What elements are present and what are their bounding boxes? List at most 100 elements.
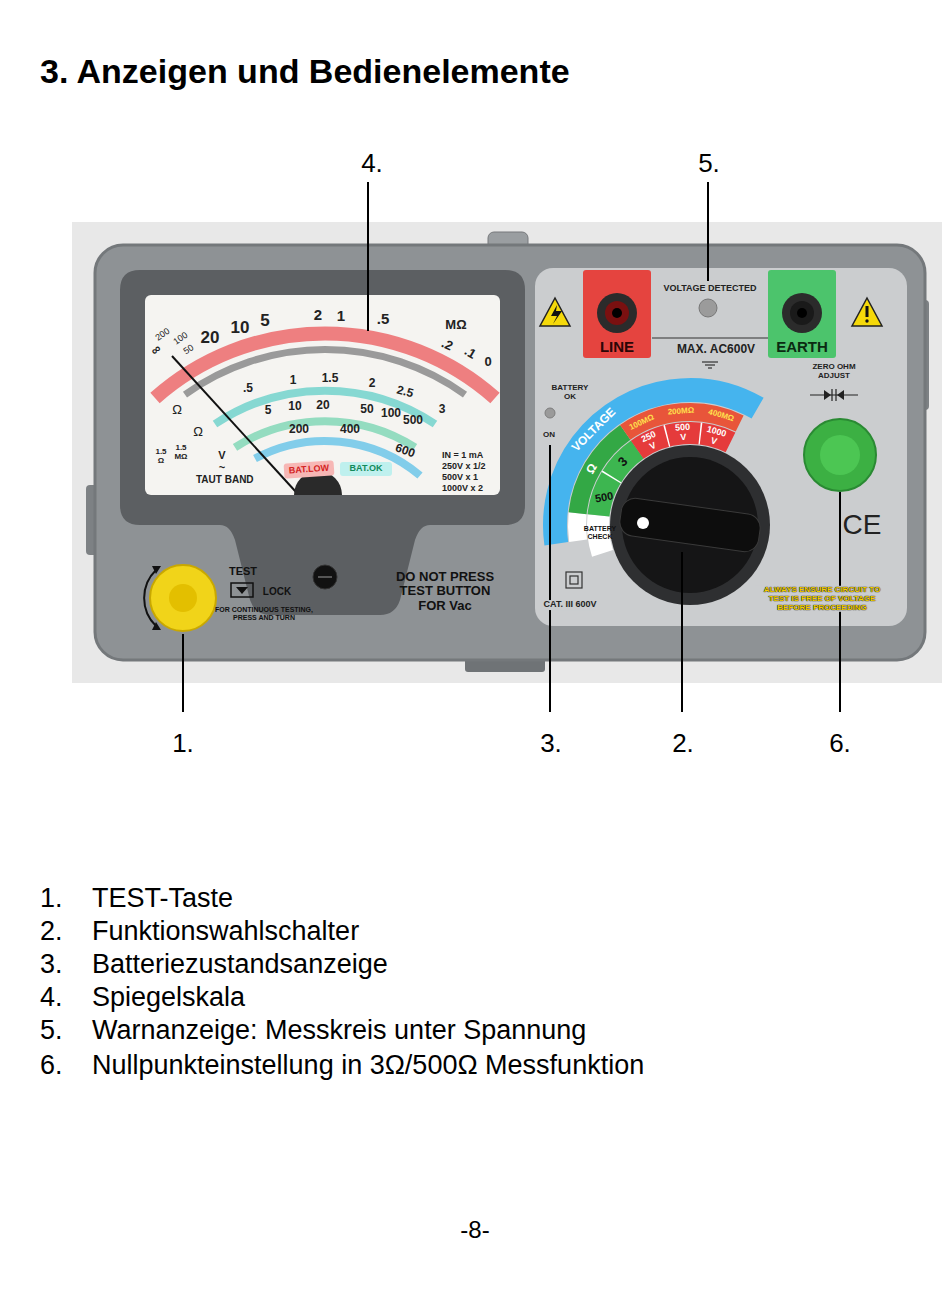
- list-text: Warnanzeige: Messkreis unter Spannung: [92, 1016, 586, 1046]
- range-strip: [562, 397, 817, 652]
- scale-number: 1: [337, 308, 345, 325]
- socket-hole: [797, 308, 807, 318]
- meter-face: [145, 295, 500, 495]
- scale-number: 20: [201, 329, 220, 348]
- leader-line: [367, 182, 369, 331]
- exclamation-symbol: [865, 319, 868, 322]
- battery-low-band: BAT.LOW: [284, 460, 335, 478]
- turn-arrow: [152, 622, 161, 630]
- node-text: EARTH: [776, 339, 828, 356]
- scale-unit: V ~: [216, 449, 228, 473]
- socket-ring: [782, 293, 822, 333]
- node-text: BAT.OK: [350, 464, 383, 474]
- zero-screw: [318, 576, 332, 578]
- housing: [95, 245, 925, 660]
- list-text: Batteriezustandsanzeige: [92, 950, 388, 980]
- range-label: Ω: [584, 462, 600, 477]
- socket-ring: [597, 293, 637, 333]
- scale-unit: MΩ: [445, 318, 466, 332]
- panel-text: ZERO OHM ADJUST: [803, 363, 865, 381]
- page-number: -8-: [460, 1217, 489, 1243]
- meter-note: 250V x 1/2: [442, 462, 486, 472]
- scale-number: 50: [360, 403, 373, 416]
- range-label: 3: [615, 454, 630, 469]
- ground-symbol: [702, 361, 718, 362]
- scale-unit: 1.5 MΩ: [172, 444, 190, 462]
- lock-icon: [236, 587, 248, 594]
- list-number: 3.: [40, 950, 63, 980]
- test-button: [150, 565, 216, 631]
- meter-note: 500V x 1: [442, 473, 478, 483]
- button-text: FOR CONTINUOUS TESTING, PRESS AND TURN: [204, 606, 324, 621]
- ce-mark: CE: [843, 510, 882, 541]
- earth-terminal: EARTH: [768, 270, 836, 358]
- warning-text: ALWAYS ENSURE CIRCUIT TO TEST IS FREE OF…: [755, 586, 889, 612]
- panel-text: VOLTAGE DETECTED: [663, 284, 756, 294]
- battery-ok-band: BAT.OK: [340, 462, 392, 476]
- adjust-symbol: [824, 390, 831, 400]
- warning-triangle: [540, 298, 570, 326]
- range-label: 200MΩ: [668, 407, 695, 418]
- turn-arrow: [152, 566, 161, 574]
- scale-unit: Ω: [193, 425, 203, 439]
- double-insulation-symbol: [566, 572, 582, 588]
- panel-text: MAX. AC600V: [677, 343, 755, 356]
- panel-text: BATTERY OK: [548, 384, 592, 402]
- adjust-symbol: [810, 394, 858, 395]
- scale-number: ∞: [148, 342, 164, 359]
- voltage-scale-arc: [255, 441, 420, 476]
- adjust-symbol: [831, 389, 832, 401]
- turn-arrow: [144, 570, 156, 626]
- list-text: Funktionswahlschalter: [92, 917, 359, 947]
- scale-unit: Ω: [172, 403, 182, 417]
- callout-number: 3.: [540, 729, 562, 758]
- ground-symbol: [705, 364, 715, 365]
- callout-number: 4.: [361, 149, 383, 178]
- insulation-wedge: [562, 397, 818, 653]
- lock-icon: [231, 583, 253, 597]
- scale-number: 100: [381, 407, 401, 420]
- scale-number: 200: [154, 327, 172, 344]
- zero-screw: [313, 565, 337, 589]
- warning-triangle: [852, 298, 882, 326]
- list-number: 5.: [40, 1016, 63, 1046]
- range-label: 500 V: [672, 422, 693, 443]
- double-insulation-symbol: [570, 576, 578, 584]
- scale-number: 400: [340, 423, 360, 436]
- range-label: 250 V: [638, 429, 664, 455]
- zero-adjust-knob: [804, 419, 876, 491]
- scale-number: .5: [377, 311, 390, 328]
- callout-number: 1.: [172, 729, 194, 758]
- panel-text: ON: [543, 431, 555, 440]
- ground-symbol: [708, 367, 712, 368]
- page-title: 3. Anzeigen und Bedienelemente: [40, 53, 570, 90]
- leader-line: [681, 552, 683, 712]
- scale-number: 2: [314, 307, 322, 324]
- scale-number: 5: [265, 404, 272, 417]
- scale-number: .5: [243, 382, 253, 395]
- list-number: 4.: [40, 983, 63, 1013]
- line-terminal: LINE: [583, 270, 651, 358]
- scale-unit: 1.5 Ω: [154, 448, 168, 466]
- zero-adjust-knob: [820, 435, 860, 475]
- button-text: TEST: [229, 565, 257, 577]
- socket-insert: [605, 301, 629, 325]
- callout-number: 2.: [672, 729, 694, 758]
- scale-number: 10: [288, 400, 301, 413]
- list-number: 6.: [40, 1051, 63, 1081]
- battery-led: [545, 408, 555, 418]
- test-button: [169, 584, 197, 612]
- scale-number: 600: [393, 441, 416, 460]
- meter-frame: [120, 270, 525, 615]
- callout-number: 6.: [829, 729, 851, 758]
- exclamation-symbol: [866, 306, 869, 317]
- scale-number: 2.5: [395, 383, 415, 400]
- meter-note: IN = 1 mA: [442, 451, 483, 461]
- list-text: Nullpunkteinstellung in 3Ω/500Ω Messfunk…: [92, 1051, 644, 1081]
- lightning-symbol: [551, 305, 562, 324]
- adjust-symbol: [837, 390, 844, 400]
- socket-insert: [790, 301, 814, 325]
- leader-line: [182, 634, 184, 712]
- needle: [172, 356, 296, 492]
